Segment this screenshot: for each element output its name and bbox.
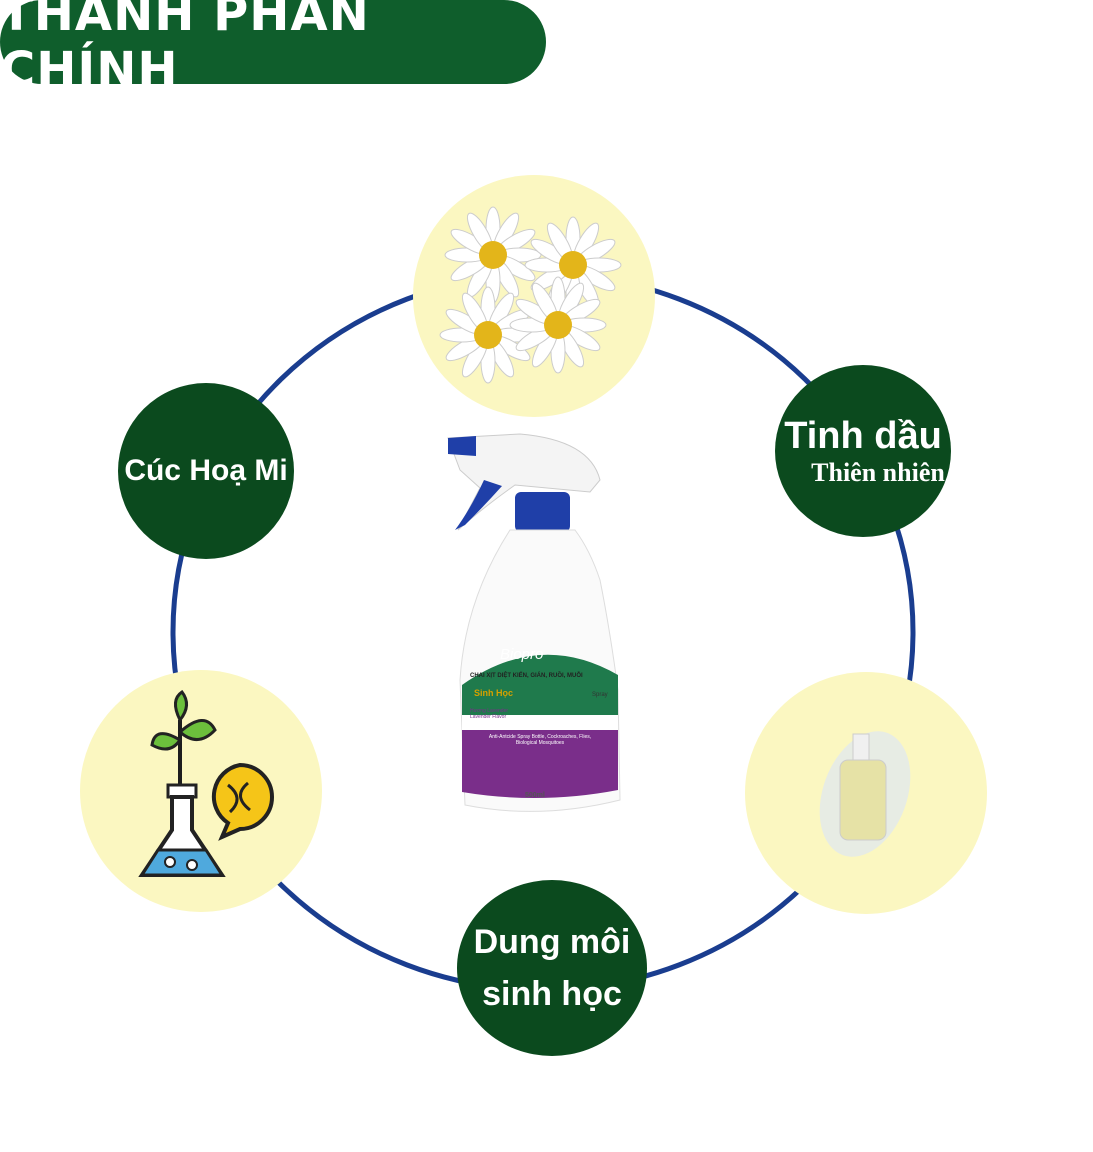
- product-spray: Spray: [592, 692, 608, 698]
- product-description: Anti-Antcide Spray Bottle, Cockroaches, …: [488, 734, 592, 746]
- chamomile-image: [413, 175, 655, 417]
- node-label: Cúc Hoạ Mi: [124, 454, 288, 487]
- node-label: Tinh dầu: [784, 414, 942, 457]
- product-brand: Biopro: [500, 646, 544, 663]
- node-sublabel: sinh học: [482, 975, 622, 1013]
- node-label: Dung môi: [473, 923, 631, 961]
- product-volume: 500ml: [525, 792, 545, 799]
- daisy-flowers-icon: [439, 206, 622, 384]
- oil-bottle-icon: [819, 731, 911, 857]
- product-bottle: Biopro CHAI XỊT DIỆT KIẾN, GIÁN, RUỒI, M…: [440, 430, 630, 820]
- node-chamomile: Cúc Hoạ Mi: [118, 383, 294, 559]
- product-flavor: Hương Lavender Lavender Flavor: [470, 708, 509, 720]
- product-badge: Sinh Học: [474, 688, 514, 698]
- node-bio-solvent: Dung môi sinh học: [457, 880, 647, 1056]
- flask-plant-dna-icon: [138, 689, 274, 877]
- node-essential-oil: Tinh dầu Thiên nhiên: [775, 365, 951, 537]
- spray-bottle-icon: [447, 433, 621, 812]
- node-sublabel: Thiên nhiên: [811, 457, 945, 487]
- product-subtitle: CHAI XỊT DIỆT KIẾN, GIÁN, RUỒI, MUỖI: [470, 673, 583, 679]
- essential-oil-image: [745, 672, 987, 914]
- bio-solvent-image: [80, 670, 322, 912]
